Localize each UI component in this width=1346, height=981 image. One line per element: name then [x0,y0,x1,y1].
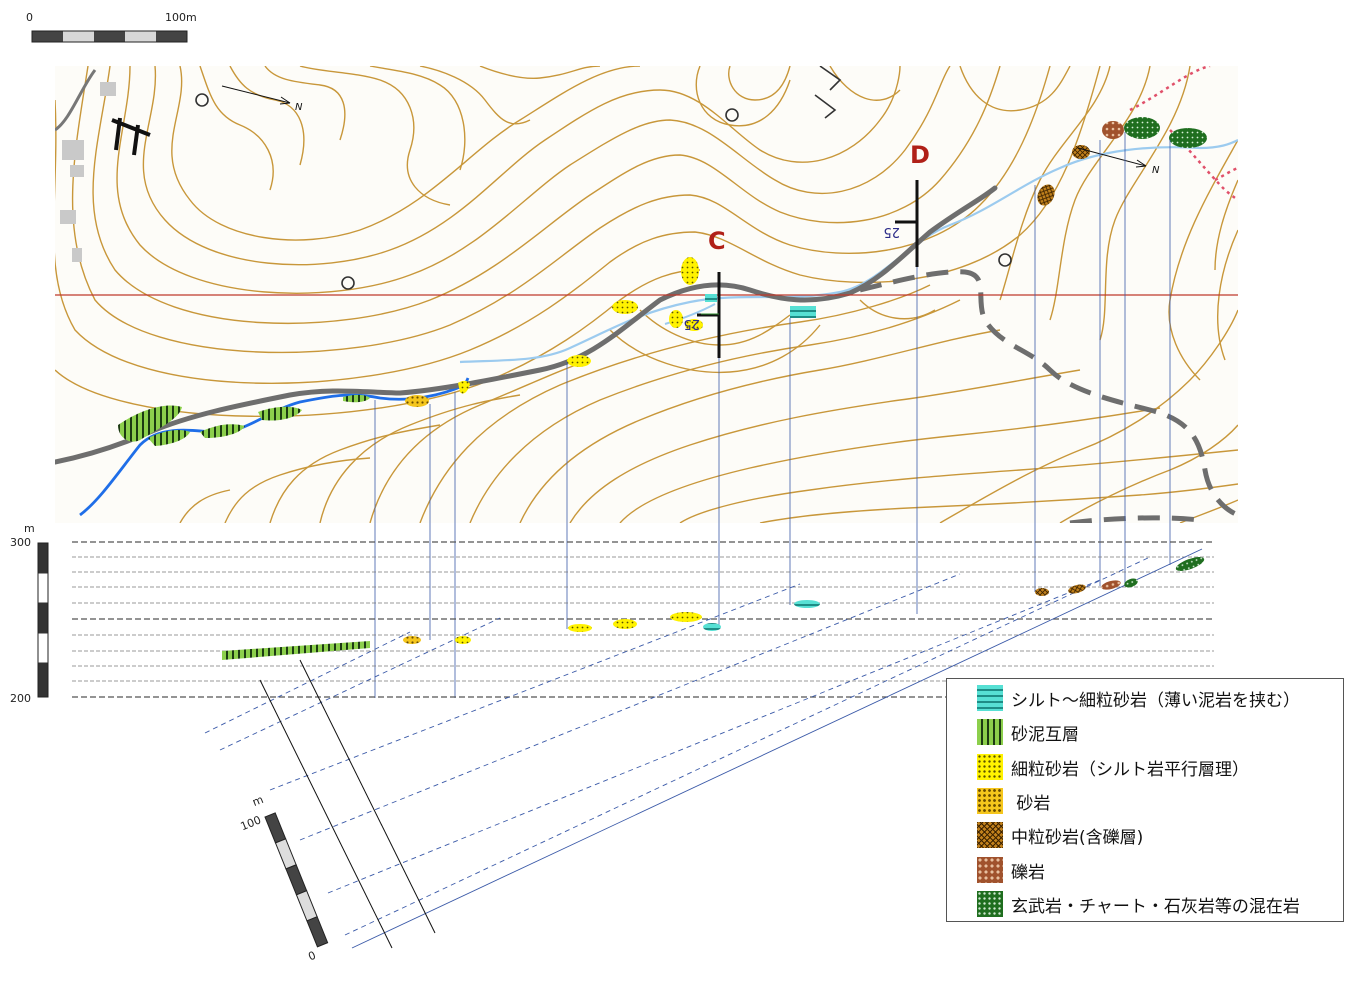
shrine-symbol [111,117,151,156]
dip-value-d: 25 [883,224,900,239]
legend-item-sandstone: 砂岩 [977,786,1050,816]
north-label-2: N [1152,165,1160,176]
map-scale-bar: 0 100m [26,11,197,43]
legend-swatch-conglomerate [977,857,1003,883]
section-bottom-value: 200 [10,692,31,705]
legend-swatch-fine-sandstone [977,754,1003,780]
road-dashed [859,269,1238,518]
legend-swatch-melange [977,891,1003,917]
section-unit: m [24,522,35,535]
north-arrow-2: N [1077,147,1160,176]
fault-line-2 [299,659,436,934]
strike-dip-d: 25 [883,180,919,267]
strike-dip-c: 25 [683,272,721,358]
dip-value-c: 25 [683,316,700,331]
legend-swatch-alternation [977,719,1003,745]
legend-swatch-medium-sandstone [977,822,1003,848]
topographic-map: 25 25 C D N N [55,66,1238,523]
slant-scale-bottom: 0 [306,949,317,964]
legend-label: 礫岩 [1011,862,1045,883]
road-dashed-lower [1069,515,1201,523]
legend-item-conglomerate: 礫岩 [977,855,1045,885]
legend-label: シルト～細粒砂岩（薄い泥岩を挟む） [1011,690,1300,711]
legend-label: 中粒砂岩(含礫層) [1011,827,1144,848]
north-arrow-1: N [221,85,303,113]
legend: シルト～細粒砂岩（薄い泥岩を挟む） 砂泥互層 細粒砂岩（シルト岩平行層理） 砂岩… [946,678,1344,922]
buildings [60,82,116,262]
legend-item-alternation: 砂泥互層 [977,717,1079,747]
legend-item-medium-sandstone: 中粒砂岩(含礫層) [977,820,1143,850]
outcrops [118,117,1207,446]
section-outcrops [222,557,1205,660]
bedding-lines [204,548,1203,949]
legend-item-silt: シルト～細粒砂岩（薄い泥岩を挟む） [977,683,1300,713]
point-label-d: D [910,141,930,169]
elevation-lines [72,541,1214,698]
legend-swatch-sandstone [977,788,1003,814]
projection-lines [374,132,1171,698]
village-road [55,69,97,132]
fault-line-1 [259,679,393,949]
north-label-1: N [295,102,303,113]
legend-label: 玄武岩・チャート・石灰岩等の混在岩 [1011,896,1300,917]
slant-scale-unit: m [250,793,265,809]
legend-label: 砂岩 [1011,793,1051,814]
map-symbols [195,66,1012,290]
section-scale-bar: m 100 0 [239,793,329,964]
section-top-value: 300 [10,536,31,549]
cross-section: m 300 200 [10,522,1214,949]
legend-label: 砂泥互層 [1011,724,1079,745]
scale-zero-label: 0 [26,11,33,24]
legend-label: 細粒砂岩（シルト岩平行層理） [1011,759,1249,780]
scale-end-label: 100m [165,11,197,24]
legend-swatch-silt [977,685,1003,711]
contour-lines [55,66,1238,523]
point-label-c: C [708,227,726,255]
legend-item-fine-sandstone: 細粒砂岩（シルト岩平行層理） [977,752,1249,782]
legend-item-melange: 玄武岩・チャート・石灰岩等の混在岩 [977,889,1300,919]
section-vertical-scale: m 300 200 [10,522,49,705]
slant-scale-top: 100 [239,813,263,833]
